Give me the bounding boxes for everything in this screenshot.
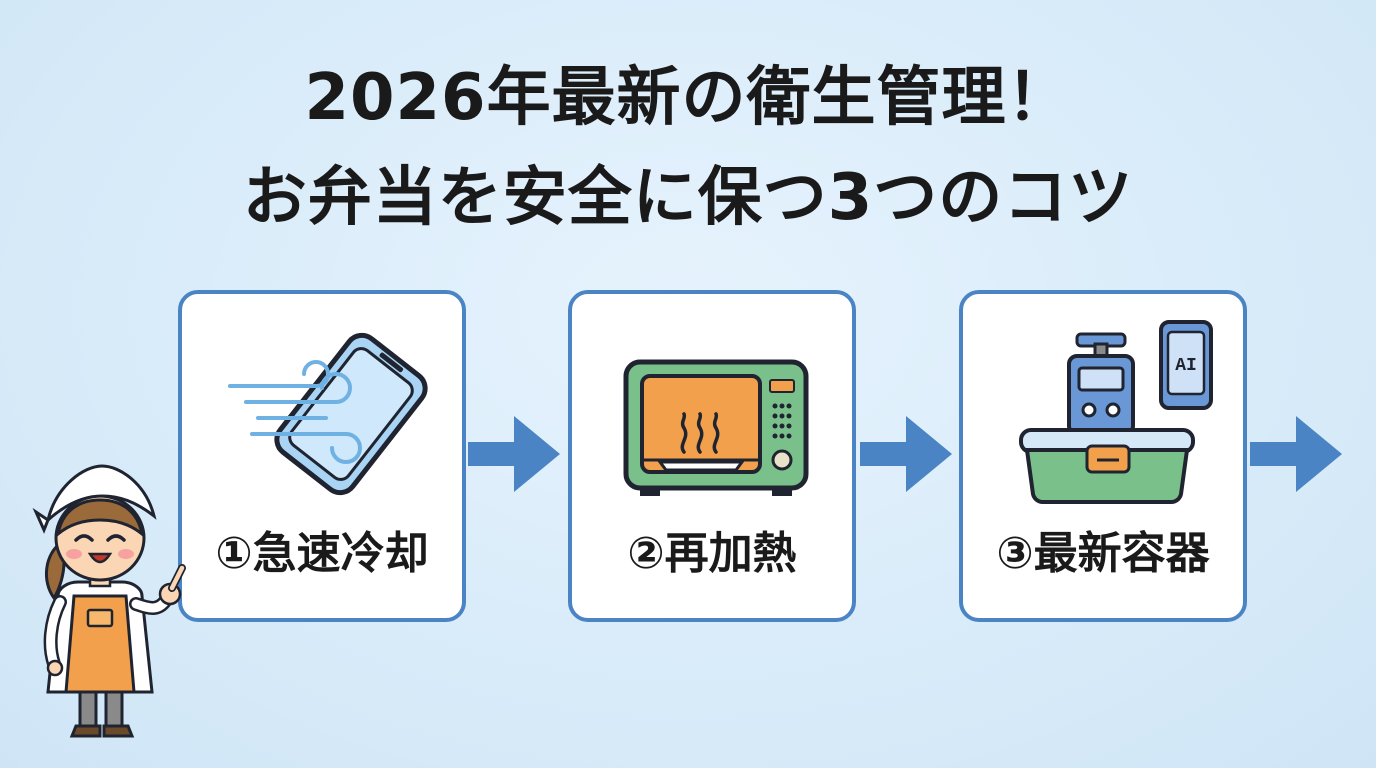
chef-character-illustration [32,464,186,738]
phone-ai-text: AI [1175,356,1197,376]
smart-lunchbox-icon: AI [1019,320,1213,504]
step-label-3: ③最新容器 [996,528,1210,579]
arrow-right-icon [1250,416,1342,492]
title-line-1: 2026年最新の衛生管理！ [304,61,1072,135]
title-line-2: お弁当を安全に保つ3つのコツ [242,161,1134,235]
step-label-1: ①急速冷却 [215,528,429,579]
step-card-rapid-cooling: ①急速冷却 [178,290,466,622]
arrow-right-icon [860,416,952,492]
microwave-icon [623,359,809,496]
phone-cooling-icon [228,332,428,496]
step-label-2: ②再加熱 [627,528,797,579]
step-card-reheat: ②再加熱 [568,290,856,622]
arrow-right-icon [468,416,560,492]
step-card-smart-container: AI ③最新容器 [959,290,1247,622]
